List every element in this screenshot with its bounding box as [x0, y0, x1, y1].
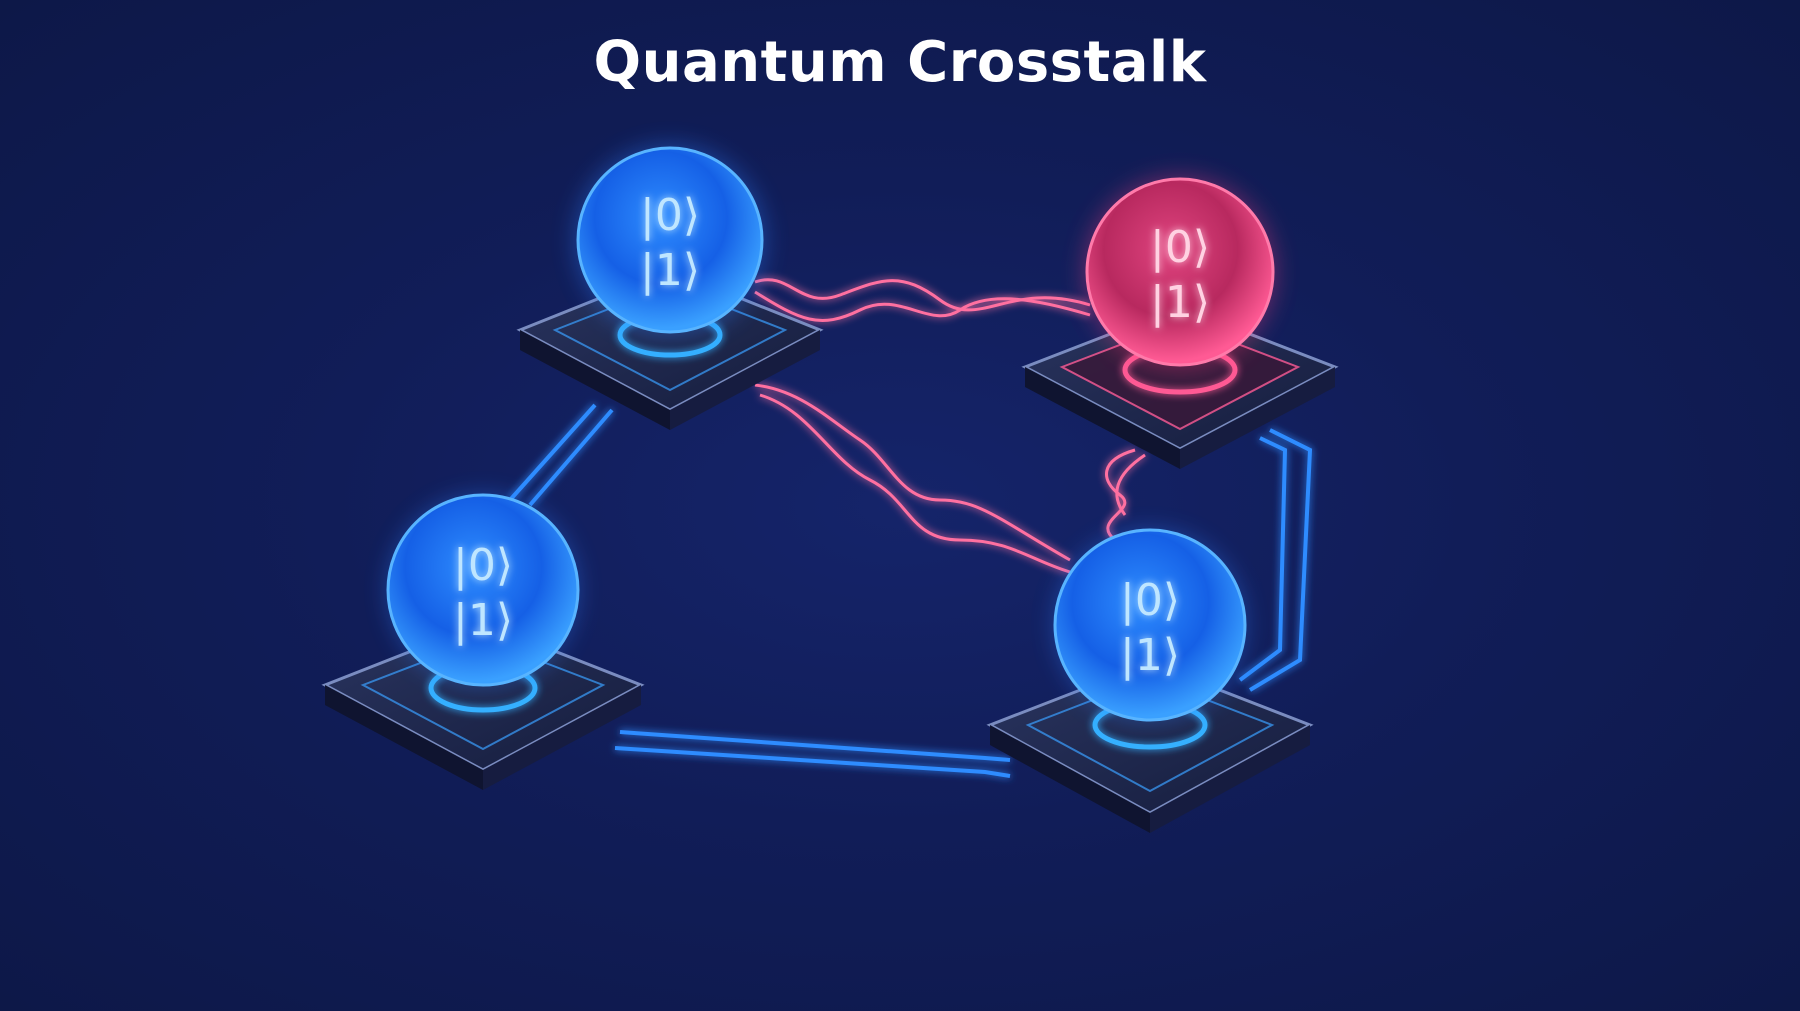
chip — [1021, 305, 1339, 469]
qubit-bottom-right: |0⟩ |1⟩ — [986, 528, 1314, 833]
wire-topright-bottomright — [1248, 428, 1313, 692]
wave-topleft-bottomright — [754, 383, 1071, 562]
wire-topleft-bottomleft — [508, 403, 597, 502]
qubit-top-right: |0⟩ |1⟩ — [1021, 177, 1339, 469]
wave-topleft-bottomright — [759, 393, 1071, 574]
wave-topleft-topright — [754, 290, 1091, 322]
ket-1-label: |1⟩ — [453, 595, 513, 646]
wire-topright-bottomright — [1238, 436, 1288, 682]
wire-topleft-bottomleft — [528, 408, 614, 507]
qubit-sphere — [576, 146, 764, 334]
ket-1-label: |1⟩ — [640, 245, 700, 296]
qubit-bottom-left: |0⟩ |1⟩ — [321, 493, 645, 790]
ket-0-label: |0⟩ — [1150, 222, 1210, 273]
qubit-sphere — [386, 493, 580, 687]
qubit-sphere — [1053, 528, 1247, 722]
wave-topleft-topright — [754, 278, 1091, 312]
diagram-title: Quantum Crosstalk — [593, 30, 1207, 95]
qubit-sphere — [1085, 177, 1275, 367]
qubit-top-left: |0⟩ |1⟩ — [516, 145, 824, 430]
wire-bottomleft-bottomright — [619, 730, 1011, 762]
wave-topright-bottomright — [1115, 453, 1146, 516]
wave-topright-bottomright — [1105, 448, 1136, 542]
chip — [321, 621, 645, 790]
ket-0-label: |0⟩ — [453, 540, 513, 591]
ket-0-label: |0⟩ — [1120, 575, 1180, 626]
coupling-wires — [508, 403, 1313, 778]
ket-1-label: |1⟩ — [1150, 277, 1210, 328]
ket-0-label: |0⟩ — [640, 190, 700, 241]
chip — [986, 661, 1314, 833]
wire-bottomleft-bottomright — [614, 746, 1011, 778]
crosstalk-waves — [754, 278, 1146, 574]
ket-1-label: |1⟩ — [1120, 630, 1180, 681]
